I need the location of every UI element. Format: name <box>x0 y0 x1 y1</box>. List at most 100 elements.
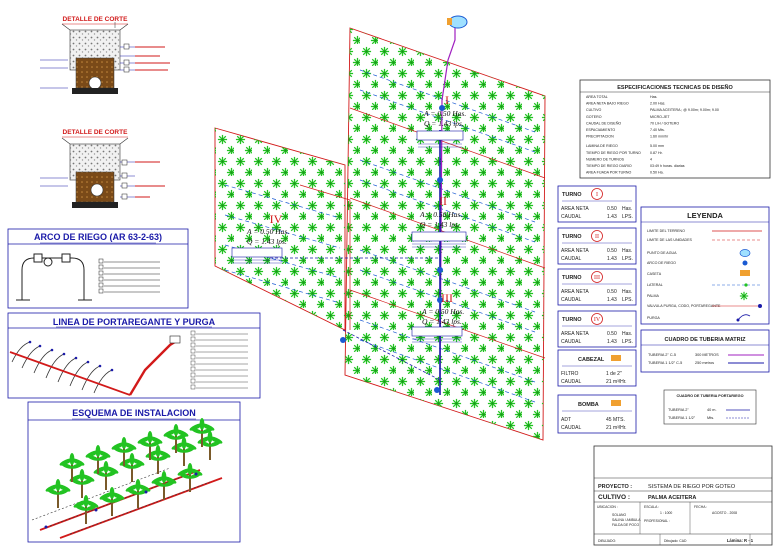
turno-area-unit: Has. <box>622 248 632 254</box>
legend-item-label: PUNTO DE AGUA <box>647 251 677 255</box>
turno-caudal: 1.43 <box>607 339 617 345</box>
legend-item-label: LATERAL <box>647 283 663 287</box>
matriz-row-1-label: TUBERIA 2" C-5 <box>648 353 676 357</box>
turno-num: IV <box>594 317 601 323</box>
turno-caudal: 1.43 <box>607 256 617 262</box>
fecha-value: AGOSTO - 2008 <box>712 511 737 515</box>
dibujado-label: DIBUJADO: <box>598 539 616 543</box>
spec-row-label: NUMERO DE TURNOS <box>586 157 625 161</box>
bomba-title: BOMBA <box>578 402 599 408</box>
turno-caudal-label: CAUDAL <box>561 297 582 303</box>
legend-arco-icon <box>742 260 748 266</box>
turno-area: 0.50 <box>607 289 617 295</box>
linea-title: LINEA DE PORTAREGANTE Y PURGA <box>53 317 216 327</box>
porta-row-2-value: Mts. <box>707 416 714 420</box>
block-iii-caudal: Q = 1.43 lps. <box>422 317 462 326</box>
spec-row-label: AREA TOTAL <box>586 95 608 99</box>
legend-water-icon <box>739 249 751 257</box>
lugar-3: FALDA DE POCO <box>612 523 639 527</box>
block-ii-caudal: Q = 1.43 lps. <box>420 220 460 229</box>
lugar-2: SALINA / AMBULA <box>612 518 641 522</box>
turno-label: TURNO <box>562 192 582 198</box>
turno-area: 0.50 <box>607 248 617 254</box>
portariego-panel: CUADRO DE TUBERIA PORTARIEGO TUBERIA 2" … <box>663 389 757 425</box>
spec-row-label: TIEMPO DE RIEGO POR TURNO <box>586 151 641 155</box>
detalle-corte-1: DETALLE DE CORTE <box>40 16 170 94</box>
turno-caudal: 1.43 <box>607 297 617 303</box>
detalle-corte-2-title: DETALLE DE CORTE <box>63 129 129 136</box>
arco-title: ARCO DE RIEGO (AR 63-2-63) <box>34 232 162 242</box>
porta-title: CUADRO DE TUBERIA PORTARIEGO <box>676 394 743 398</box>
block-ii-num: II <box>439 194 447 208</box>
turno-caudal-label: CAUDAL <box>561 339 582 345</box>
lugar-1: SOLANO <box>612 513 626 517</box>
spec-row-label: PRECIPITACION <box>586 135 614 139</box>
legend-valve-icon <box>712 304 762 308</box>
matriz-title: CUADRO DE TUBERIA MATRIZ <box>665 337 747 343</box>
profesional-label: PROFESIONAL : <box>644 519 670 523</box>
turno-area: 0.50 <box>607 331 617 337</box>
spec-row-value: 7.40 Mts. <box>650 128 665 132</box>
matriz-panel: CUADRO DE TUBERIA MATRIZ TUBERIA 2" C-5 … <box>640 329 770 373</box>
cultivo-label: CULTIVO : <box>598 494 630 501</box>
legend-item-label: CASETA <box>647 272 662 276</box>
cabezal-item-value: 1 de 2" <box>606 371 622 377</box>
spec-row-value: 0.50 Ha. <box>650 171 664 175</box>
block-ii-area: A = 0.50 Has. <box>419 210 462 219</box>
cabezal-title: CABEZAL <box>578 357 605 363</box>
block-ii-label: II A = 0.50 Has. Q = 1.43 lps. <box>419 194 462 229</box>
turno-area-label: AREA NETA <box>561 248 589 254</box>
turno-caudal-label: CAUDAL <box>561 214 582 220</box>
escala-label: ESCALA : <box>644 505 659 509</box>
legend-caseta-icon <box>740 270 750 276</box>
arco-de-riego-panel: ARCO DE RIEGO (AR 63-2-63) <box>7 228 189 309</box>
turno-num: III <box>594 275 600 281</box>
field-plan <box>214 15 546 441</box>
spec-row-label: AREA NETA BAJO RIEGO <box>586 102 629 106</box>
legend-item-label: ARCO DE RIEGO <box>647 261 676 265</box>
block-i-caudal: Q = 1.43 lps. <box>424 119 464 128</box>
cabezal-caudal: 21 m³/Hr. <box>606 379 627 385</box>
turno-num: I <box>596 192 598 198</box>
spec-row-label: TIEMPO DE RIEGO DIARIO <box>586 164 632 168</box>
legend-item-label: PALMA <box>647 294 660 298</box>
block-iv-caudal: Q = 1.43 lps. <box>247 237 287 246</box>
spec-row-value: Has. <box>650 95 657 99</box>
detalle-corte-2: DETALLE DE CORTE <box>40 129 165 208</box>
turno-area-unit: Has. <box>622 289 632 295</box>
spec-row-value: MICRO-JET <box>650 115 670 119</box>
turno-area-label: AREA NETA <box>561 331 589 337</box>
cabezal-card: CABEZAL FILTRO 1 de 2" CAUDAL 21 m³/Hr. <box>557 349 637 387</box>
legend-item-label: LIMITE DEL TERRENO <box>647 229 685 233</box>
legend-item-label: VALVULA PURGA, CODO, PORTAREGANTE <box>647 304 721 308</box>
bomba-item: ADT <box>561 417 571 423</box>
turno-caudal-label: CAUDAL <box>561 256 582 262</box>
matriz-row-2-value: 250 metros <box>695 361 714 365</box>
turno-area-unit: Has. <box>622 331 632 337</box>
turno-area-label: AREA NETA <box>561 206 589 212</box>
bomba-caudal: 21 m³/Hr. <box>606 425 627 431</box>
turno-caudal-unit: LPS. <box>622 214 633 220</box>
spec-row-value: 4 <box>650 157 652 161</box>
spec-row-label: GOTERO <box>586 115 602 119</box>
lamina-label: Lámina: R - 1 <box>727 538 754 543</box>
fecha-label: FECHA : <box>694 505 707 509</box>
block-iv-num: IV <box>270 212 283 226</box>
turno-caudal-unit: LPS. <box>622 297 633 303</box>
block-iii-area: A = 0.50 Has. <box>421 307 464 316</box>
spec-row-label: ESPACIAMIENTO <box>586 128 615 132</box>
spec-row-label: CULTIVO <box>586 108 602 112</box>
turno-caudal-unit: LPS. <box>622 256 633 262</box>
detalle-corte-1-title: DETALLE DE CORTE <box>63 16 129 23</box>
turno-area-unit: Has. <box>622 206 632 212</box>
turno-area: 0.50 <box>607 206 617 212</box>
diseno-label: Dibujado: CAD <box>664 539 687 543</box>
bomba-item-value: 45 MTS. <box>606 417 625 423</box>
proyecto-label: PROYECTO : <box>598 484 632 490</box>
matriz-row-2-label: TUBERIA 1 1/2" C-5 <box>648 361 682 365</box>
